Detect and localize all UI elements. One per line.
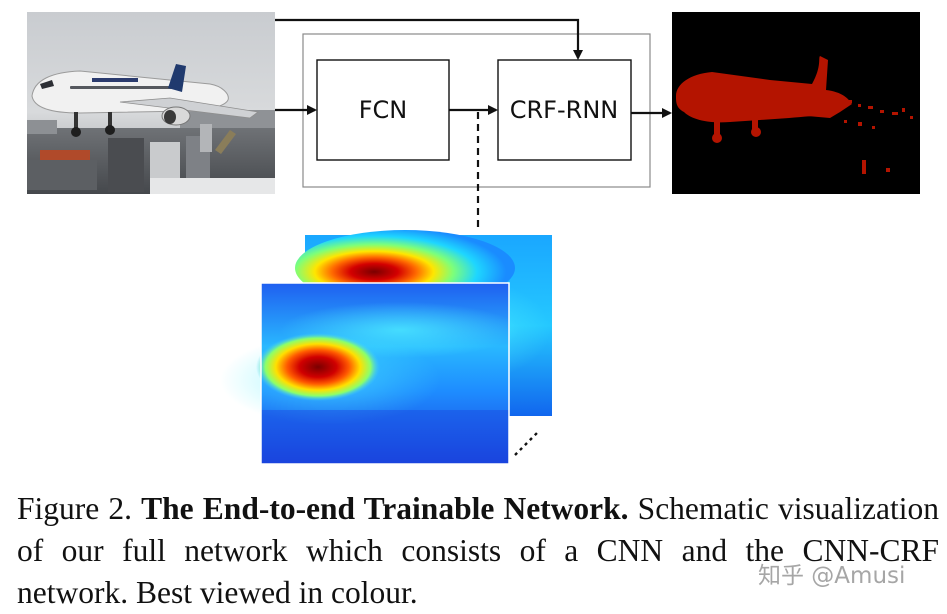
crf-rnn-label: CRF-RNN — [510, 96, 618, 124]
watermark-text: 知乎 @Amusi — [758, 563, 906, 589]
output-segmentation-mask — [672, 12, 920, 194]
fcn-block: FCN — [316, 59, 450, 161]
caption-body: Schematic visualization of our full netw… — [17, 491, 939, 610]
heatmap-front — [220, 282, 520, 465]
input-airplane-photo — [27, 12, 275, 194]
figure-caption: Figure 2. The End-to-end Trainable Netwo… — [17, 488, 939, 614]
fcn-label: FCN — [359, 96, 408, 124]
arrow-image-skip-to-crf — [275, 18, 583, 60]
crf-rnn-block: CRF-RNN — [497, 59, 632, 161]
caption-title: The End-to-end Trainable Network. — [141, 491, 629, 526]
more-maps-ellipsis — [514, 431, 539, 456]
caption-prefix: Figure 2. — [17, 491, 142, 526]
connectors — [275, 18, 672, 232]
